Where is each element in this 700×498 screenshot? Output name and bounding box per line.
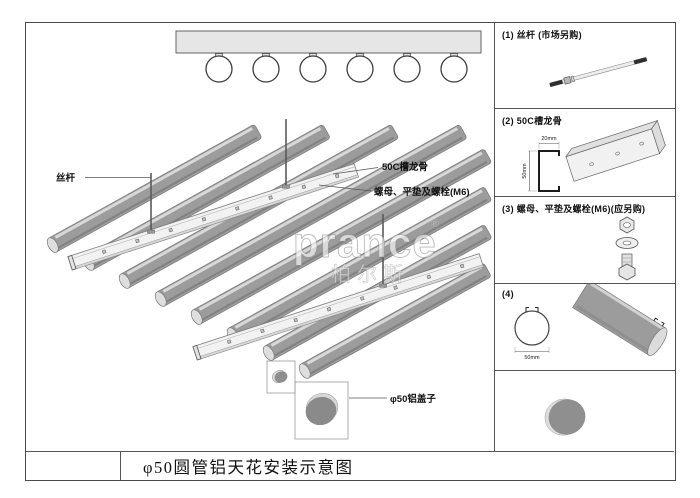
carrier-drawing: 20mm 50mm [522,119,666,192]
channel-3d [565,119,666,182]
tube-section [346,53,374,83]
title-block: φ50圆管铝天花安装示意图 [26,451,674,480]
parts-item-header: (2) 50C槽龙骨 [502,116,563,126]
parts-item-tube: (4) 50mm [495,284,675,371]
tube-section-circle [514,310,550,346]
watermark-brand: prance [293,219,437,266]
carrier-label: 50C槽龙骨 [382,161,428,173]
threaded-rod-drawing [549,57,648,88]
tube-section [440,53,468,83]
ceiling-tube [46,124,262,253]
ceiling-tube [154,125,467,307]
tube-sections [205,53,468,83]
watermark-brand-cn: 柏尔斯 [331,263,409,286]
parts-item-fasteners: (3) 螺母、平垫及螺栓(M6)(应另购) [495,197,675,284]
tube-drawing: 50mm [514,284,668,361]
title-block-stub [26,452,121,480]
c-profile [538,150,560,192]
dim-diameter: 50mm [524,355,540,361]
dim-side: 50mm [522,163,528,179]
watermark-registered-icon: ® [431,218,439,230]
parts-item-cap [495,371,675,451]
tube-3d [572,284,668,356]
carrier-channel-lower [192,253,484,361]
drawing-title: φ50圆管铝天花安装示意图 [143,458,354,477]
drawing-frame: prance ® 柏尔斯 丝杆 50C槽龙骨 螺母、平垫及螺栓(M6) φ50铝… [25,22,676,481]
ceiling-tube [190,149,492,325]
washer [615,237,639,249]
parts-item-header: (4) [502,289,514,299]
cap-detail [266,360,349,440]
tube-section [252,53,280,83]
installation-diagram: prance ® 柏尔斯 丝杆 50C槽龙骨 螺母、平垫及螺栓(M6) φ50铝… [46,30,492,440]
callouts: 丝杆 50C槽龙骨 螺母、平垫及螺栓(M6) φ50铝盖子 [56,161,470,405]
cap-large [305,393,339,426]
bolt [618,253,636,281]
watermark: prance ® 柏尔斯 [293,218,440,287]
cap-small [272,370,288,383]
parts-item-carrier: (2) 50C槽龙骨 20mm 50mm [495,109,675,197]
detail-box-large [294,381,349,440]
ceiling-tube [226,187,492,343]
parts-item-header: (1) 丝杆 (市场另购) [502,30,582,40]
tube-section [393,53,421,83]
dim-top: 20mm [541,136,557,142]
parts-item-rod: (1) 丝杆 (市场另购) [495,23,675,109]
threaded-rod [147,173,155,234]
parts-panel: (1) 丝杆 (市场另购) (2) 50C槽龙骨 [494,23,675,451]
threaded-rods [147,119,387,288]
ceiling-tube [298,263,491,379]
parts-item-header: (3) 螺母、平垫及螺栓(M6)(应另购) [502,204,646,214]
rod-label: 丝杆 [56,172,76,184]
threaded-rod [379,214,387,288]
carrier-bolts [226,263,465,344]
cap-label: φ50铝盖子 [390,393,436,405]
aluminum-cap [544,398,586,436]
detail-box-small [266,360,296,394]
fastener-label: 螺母、平垫及螺栓(M6) [374,186,470,198]
ceiling-tubes [46,124,492,379]
nut [619,216,635,234]
threaded-rod [282,119,290,189]
tube-section [205,53,233,83]
cross-section-view [175,30,482,83]
cap-drawing [544,398,586,436]
carrier-bolts [101,173,340,254]
carrier-bar-section [175,30,482,54]
fasteners-drawing [615,216,639,281]
tube-section [299,53,327,83]
